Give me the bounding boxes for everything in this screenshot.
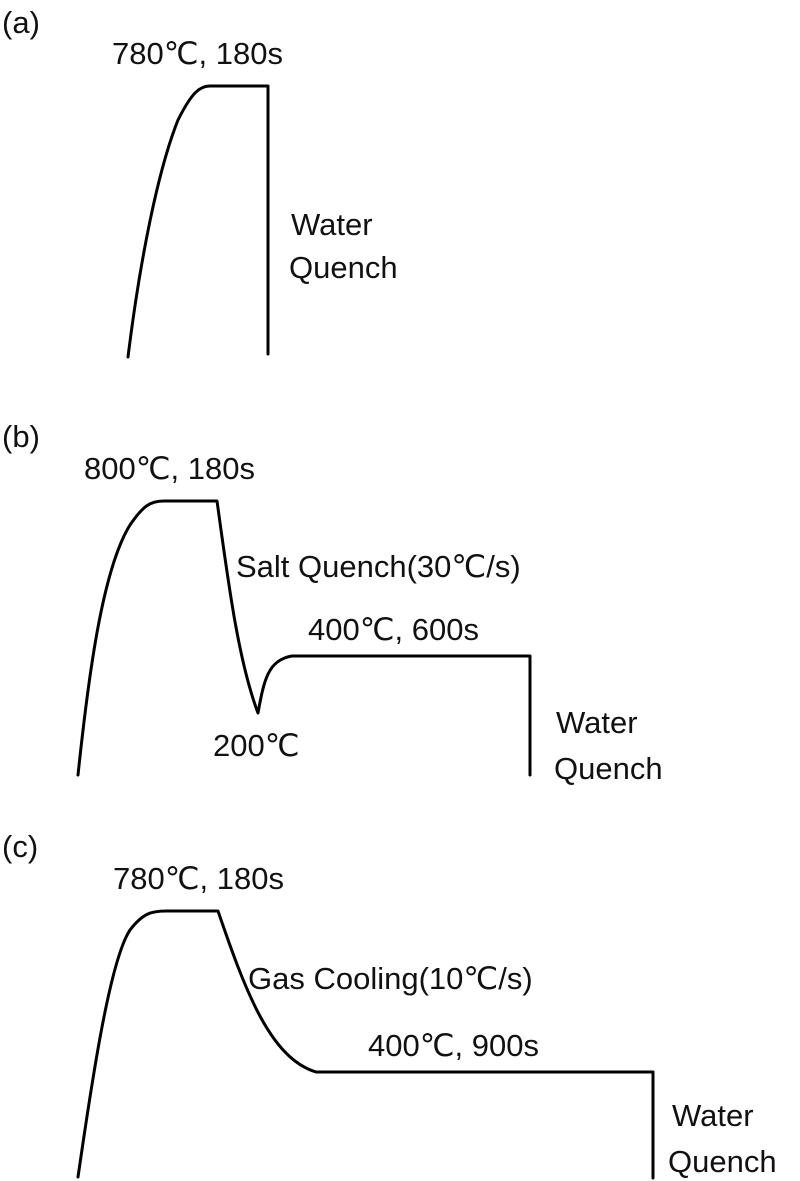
panel-a-hold-label: 780℃, 180s: [112, 36, 283, 71]
panel-c: (c) 780℃, 180s Gas Cooling(10℃/s) 400℃, …: [2, 829, 777, 1180]
panel-b-min-label: 200℃: [213, 728, 300, 763]
panel-c-hold-label: 780℃, 180s: [113, 861, 284, 896]
panel-b-quench-label-line1: Water: [556, 705, 638, 740]
panel-c-label: (c): [2, 829, 38, 864]
panel-b-partition-label: 400℃, 600s: [308, 612, 479, 647]
panel-a: (a) 780℃, 180s Water Quench: [2, 5, 398, 359]
panel-b-cooling-label: Salt Quench(30℃/s): [236, 549, 521, 584]
panel-a-quench-label-line2: Quench: [289, 250, 398, 285]
panel-b-quench-label-line2: Quench: [554, 751, 663, 786]
panel-c-cooling-label: Gas Cooling(10℃/s): [248, 961, 533, 996]
panel-a-label: (a): [2, 5, 40, 40]
panel-b-temperature-curve: [76, 499, 532, 777]
panel-c-quench-label-line2: Quench: [668, 1144, 777, 1179]
panel-a-temperature-curve: [126, 84, 270, 359]
panel-c-temperature-curve: [76, 909, 655, 1180]
panel-c-quench-label-line1: Water: [672, 1098, 754, 1133]
panel-c-partition-label: 400℃, 900s: [368, 1028, 539, 1063]
panel-b-label: (b): [2, 419, 40, 454]
panel-b-hold-label: 800℃, 180s: [84, 451, 255, 486]
panel-b: (b) 800℃, 180s Salt Quench(30℃/s) 200℃ 4…: [2, 419, 663, 786]
panel-a-quench-label-line1: Water: [291, 207, 373, 242]
